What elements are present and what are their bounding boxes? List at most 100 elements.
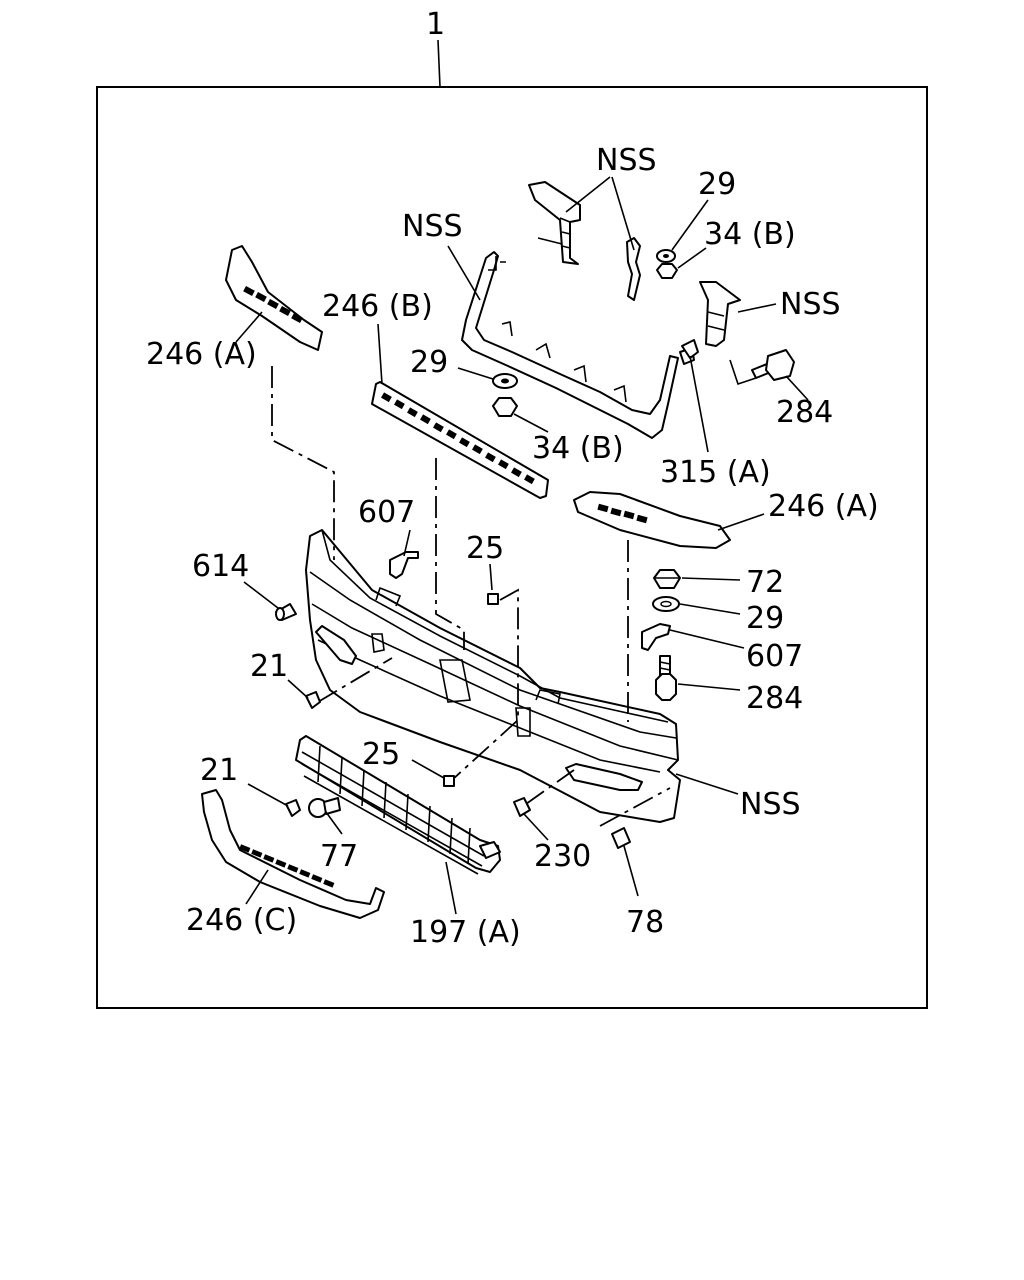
lower-grille-197a (295, 735, 501, 875)
clip-21-lower (285, 799, 301, 817)
leader-34b-top (677, 247, 707, 269)
leader-34b-mid (513, 413, 549, 433)
callout-25-top: 25 (466, 531, 504, 566)
callout-246c: 246 (C) (186, 903, 297, 938)
screw-77 (308, 797, 341, 818)
lower-grille-246c-slots (239, 844, 335, 888)
bumper-fog-recess-right (565, 763, 643, 791)
leader-nss-bottom (675, 773, 739, 795)
leader-607-left (403, 529, 411, 557)
callout-21-upper: 21 (250, 649, 288, 684)
clip-25-top (487, 593, 499, 605)
side-grille-246a-left (225, 245, 323, 351)
side-grille-246a-left-slots (243, 286, 303, 323)
nut-34b-mid (492, 397, 518, 417)
leader-25-top (489, 563, 493, 591)
leader-284-right (677, 683, 741, 691)
callout-197a: 197 (A) (410, 915, 521, 950)
callout-607-left: 607 (358, 495, 415, 530)
clip-230 (513, 797, 531, 817)
callout-246a-left: 246 (A) (146, 337, 257, 372)
bracket-607-left (389, 551, 419, 579)
callout-34b-top: 34 (B) (704, 217, 796, 252)
assembly-number: 1 (426, 7, 445, 42)
leader-246c (245, 869, 269, 905)
top-grille-246b-slots (381, 392, 535, 485)
center-stay-clip (626, 237, 641, 301)
lower-grille-246c (201, 789, 385, 919)
callout-21-lower: 21 (200, 753, 238, 788)
callout-29-right: 29 (746, 601, 784, 636)
bolt-284-right (655, 655, 677, 701)
clip-25-lower (443, 775, 455, 787)
leader-246a-right (717, 513, 765, 531)
bracket-607-right (641, 623, 671, 651)
leader-246b (377, 323, 383, 385)
callout-29-top: 29 (698, 167, 736, 202)
assembly-leader (437, 39, 441, 88)
leader-607-right (669, 629, 745, 649)
clip-21-upper (305, 691, 321, 709)
align-line-246a-left (271, 366, 335, 560)
callout-315a: 315 (A) (660, 455, 771, 490)
align-line-78 (599, 787, 671, 827)
callout-34b-mid: 34 (B) (532, 431, 624, 466)
bolt-284-top (751, 349, 795, 381)
callout-nss-bottom: NSS (740, 787, 801, 822)
bracket-315a (681, 339, 699, 359)
align-line-246b (435, 458, 465, 650)
callout-78: 78 (626, 905, 664, 940)
leader-29-top (671, 199, 709, 251)
leader-29-mid (457, 367, 494, 380)
side-grille-246a-right-slots (597, 503, 648, 524)
leader-284-top (785, 375, 809, 401)
leader-29-right (679, 603, 741, 615)
upper-stay-bracket (528, 181, 581, 265)
leader-nss-top-b (611, 176, 635, 251)
diagram-frame (96, 86, 928, 1009)
leader-25-lower (411, 759, 445, 779)
callout-614: 614 (192, 549, 249, 584)
bumper-reinforcement-frame (461, 251, 695, 439)
right-stay-bracket (699, 281, 741, 347)
leader-614 (243, 581, 279, 609)
callout-246a-right: 246 (A) (768, 489, 879, 524)
callout-29-mid: 29 (410, 345, 448, 380)
callout-nss-top: NSS (596, 143, 657, 178)
clip-78 (611, 827, 631, 849)
bolt-284-bracket-line (729, 359, 757, 386)
callout-284-top: 284 (776, 395, 833, 430)
leader-nss-right (737, 303, 777, 313)
align-line-25 (451, 588, 519, 781)
callout-230: 230 (534, 839, 591, 874)
callout-nss-right: NSS (780, 287, 841, 322)
leader-72 (681, 577, 741, 581)
callout-284-right: 284 (746, 681, 803, 716)
callout-72: 72 (746, 565, 784, 600)
side-grille-246a-right (573, 491, 731, 549)
callout-246b: 246 (B) (322, 289, 433, 324)
callout-25-lower: 25 (362, 737, 400, 772)
align-line-21-upper (317, 657, 393, 703)
leader-nss-left (447, 245, 481, 301)
leader-197a (445, 861, 457, 915)
nut-72 (653, 569, 681, 589)
leader-230 (523, 813, 549, 841)
bumper-fog-recess-left (315, 625, 357, 665)
leader-77 (325, 811, 343, 835)
front-bumper-body (305, 529, 681, 823)
leader-246a-left (235, 311, 263, 343)
align-line-230 (525, 769, 575, 805)
callout-nss-left: NSS (402, 209, 463, 244)
nut-34b-top (656, 263, 678, 279)
plug-614 (275, 603, 297, 621)
leader-21-lower (247, 783, 289, 807)
callout-77: 77 (320, 839, 358, 874)
leader-21-upper (287, 679, 309, 699)
top-grille-246b (371, 381, 549, 499)
leader-315a (689, 355, 709, 453)
callout-607-right: 607 (746, 639, 803, 674)
leader-78 (623, 845, 639, 897)
leader-nss-top-a (565, 176, 611, 213)
